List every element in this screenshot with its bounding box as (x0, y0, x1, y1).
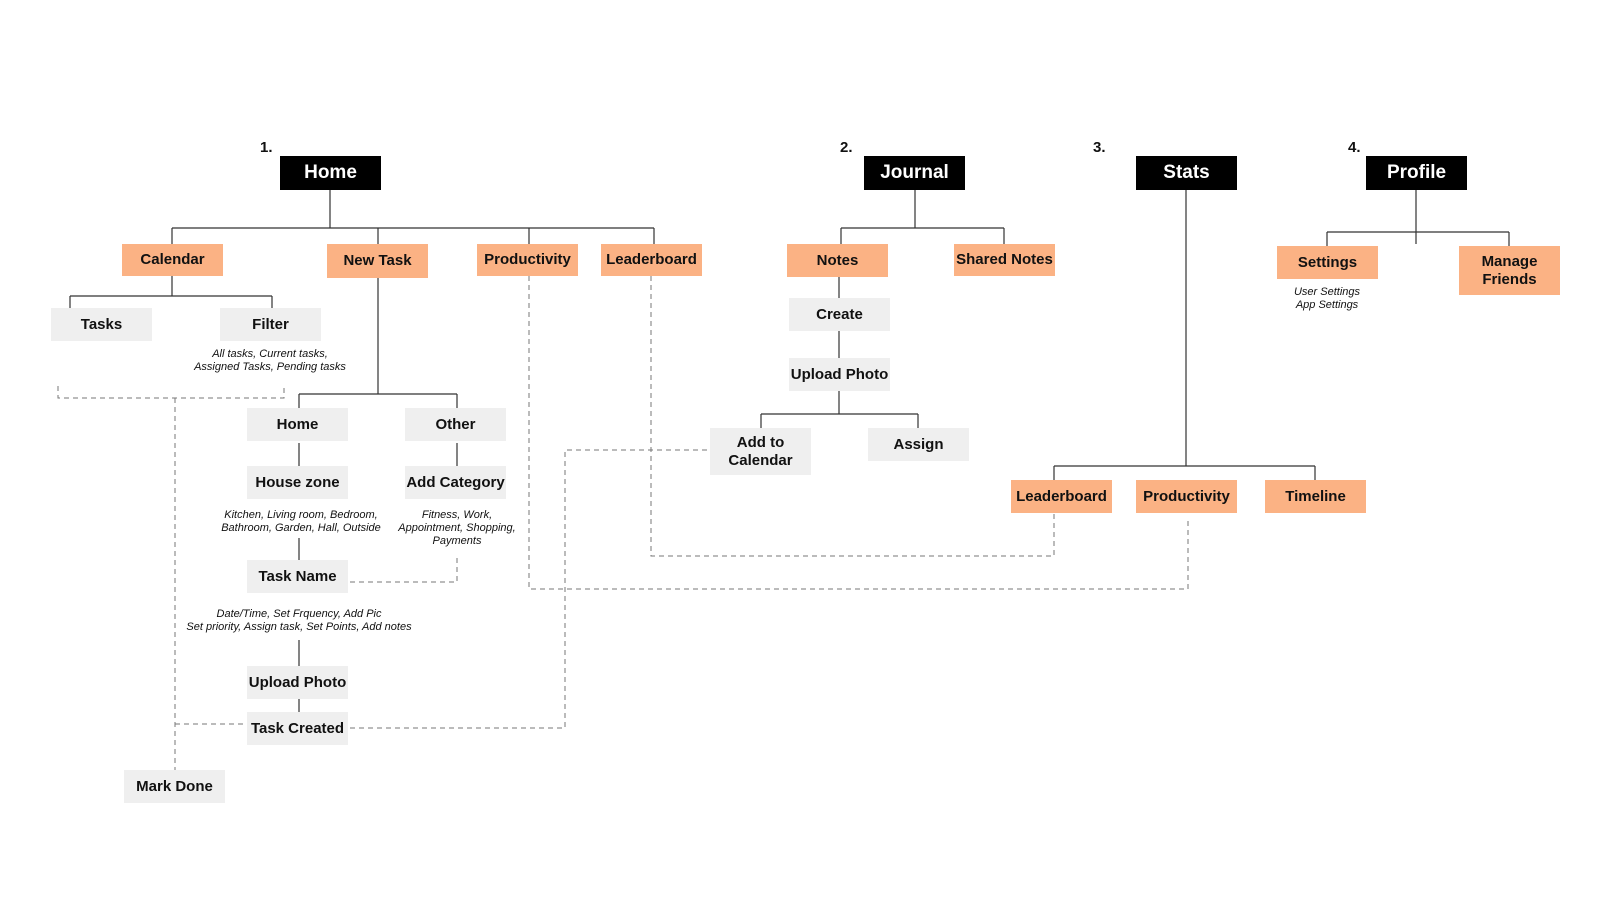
house-zone-node: House zone (247, 466, 348, 499)
other-node: Other (405, 408, 506, 441)
connector (1053, 465, 1316, 480)
add-to-calendar-node: Add to Calendar (710, 428, 811, 475)
add-category-note: Fitness, Work, Appointment, Shopping, Pa… (398, 509, 516, 547)
filter-node: Filter (220, 308, 321, 341)
manage-friends-node: Manage Friends (1459, 246, 1560, 295)
profile-primary-node: Profile (1366, 156, 1467, 190)
connector (1326, 190, 1510, 246)
calendar-node: Calendar (122, 244, 223, 276)
new-task-node: New Task (327, 244, 428, 278)
connector (298, 393, 458, 408)
solid-connectors (69, 190, 1510, 712)
connector (760, 413, 919, 428)
house-zone-note: Kitchen, Living room, Bedroom, Bathroom,… (221, 509, 381, 534)
connector (298, 443, 458, 466)
task-name-node: Task Name (247, 560, 348, 593)
section-number: 4. (1348, 139, 1361, 156)
settings-node: Settings (1277, 246, 1378, 279)
connector (840, 190, 1005, 244)
home-branch-node: Home (247, 408, 348, 441)
dashed-connector (528, 276, 1189, 590)
dashed-connectors (57, 276, 1189, 770)
connector (171, 228, 655, 244)
dashed-connector (350, 449, 710, 729)
connector (69, 295, 273, 308)
upload-photo-node: Upload Photo (247, 666, 348, 699)
dashed-connector (650, 276, 1055, 557)
assign-node: Assign (868, 428, 969, 461)
notes-node: Notes (787, 244, 888, 277)
journal-primary-node: Journal (864, 156, 965, 190)
task-name-note: Date/Time, Set Frquency, Add Pic Set pri… (186, 608, 412, 633)
filter-note: All tasks, Current tasks, Assigned Tasks… (194, 348, 346, 373)
section-number: 3. (1093, 139, 1106, 156)
mark-done-node: Mark Done (124, 770, 225, 803)
productivity-node: Productivity (477, 244, 578, 276)
task-created-node: Task Created (247, 712, 348, 745)
settings-note: User Settings App Settings (1293, 286, 1361, 311)
stats-productivity-node: Productivity (1136, 480, 1237, 513)
dashed-connector (350, 555, 458, 583)
leaderboard-node: Leaderboard (601, 244, 702, 276)
section-number: 1. (260, 139, 273, 156)
stats-leaderboard-node: Leaderboard (1011, 480, 1112, 513)
section-number: 2. (840, 139, 853, 156)
stats-primary-node: Stats (1136, 156, 1237, 190)
journal-upload-photo-node: Upload Photo (789, 358, 890, 391)
shared-notes-node: Shared Notes (954, 244, 1055, 276)
timeline-node: Timeline (1265, 480, 1366, 513)
dashed-connector (57, 386, 285, 399)
add-category-node: Add Category (405, 466, 506, 499)
tasks-node: Tasks (51, 308, 152, 341)
create-node: Create (789, 298, 890, 331)
home-primary-node: Home (280, 156, 381, 190)
